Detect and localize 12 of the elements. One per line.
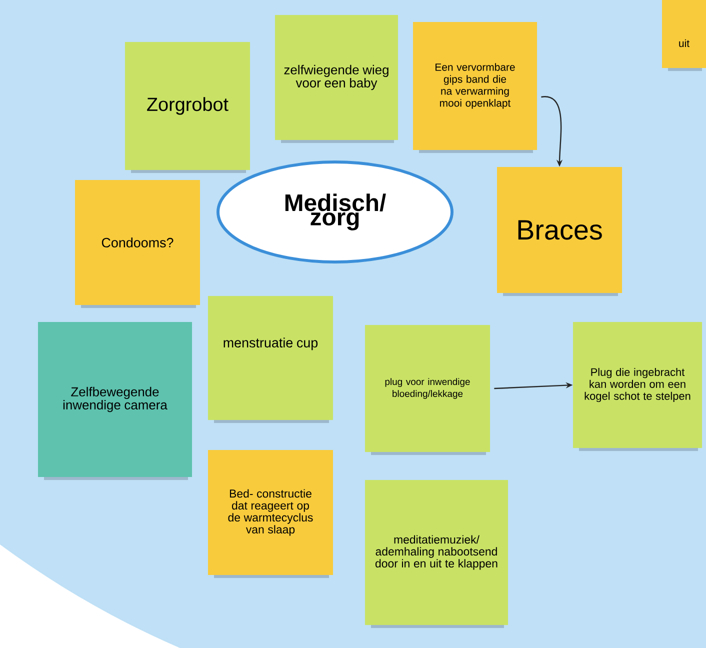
sticky-note: zelfwiegende wieg voor een baby [275, 15, 398, 143]
sticky-note: Zorgrobot [125, 42, 250, 173]
sticky-note: Plug die ingebracht kan worden om een kogel schot te stelpen [573, 322, 702, 451]
sticky-note: plug voor inwendige bloeding/lekkage [365, 325, 490, 455]
sticky-note: menstruatie cup [208, 296, 333, 423]
sticky-note: uit [662, 0, 706, 71]
sticky-note: Bed- constructie dat reageert op de warmtecyclus van slaap [208, 450, 333, 578]
sticky-note: Zelfbewegende inwendige camera [38, 322, 192, 480]
sticky-note: Braces [497, 167, 622, 296]
sticky-note: meditatiemuziek/ ademhaling nabootsend door in en uit te klappen [365, 480, 508, 628]
sticky-note: Condooms? [75, 180, 200, 308]
sticky-note: Een vervormbare gips band die na verwarming mooi openklapt [413, 22, 537, 153]
